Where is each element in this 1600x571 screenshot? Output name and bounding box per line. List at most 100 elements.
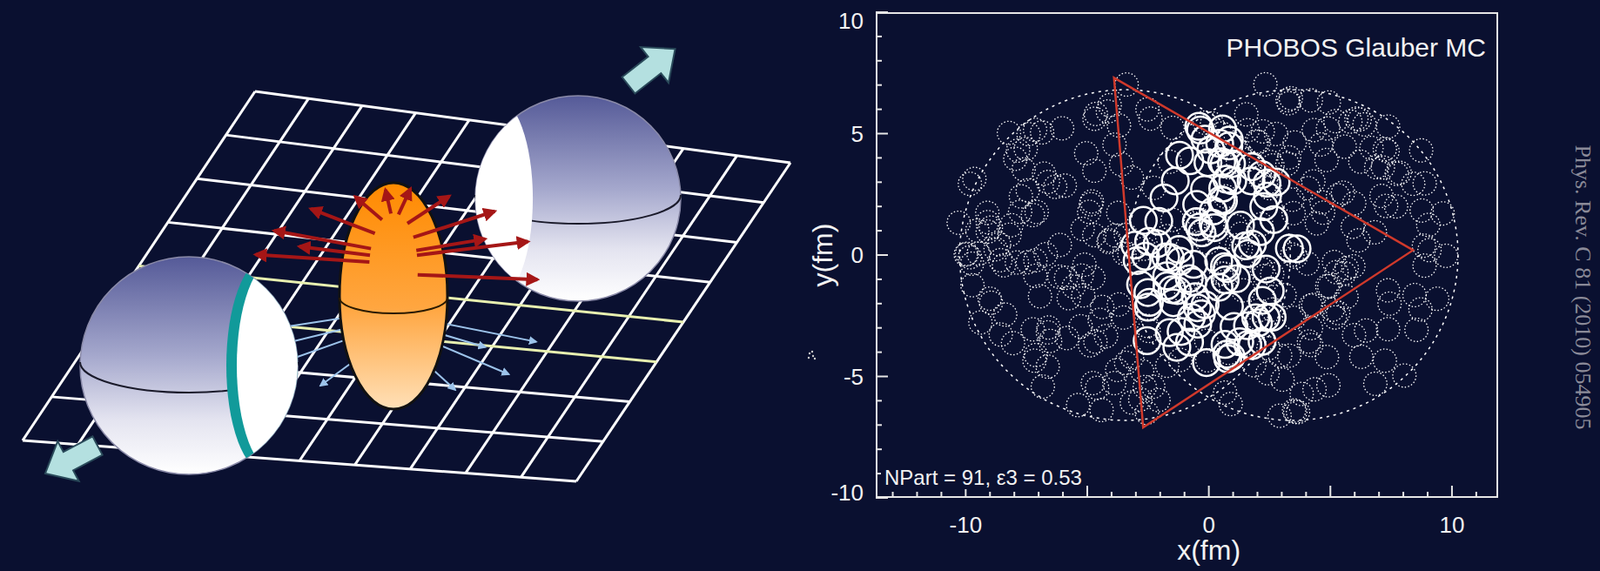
flow-arrow xyxy=(355,196,383,221)
flow-arrow xyxy=(407,195,450,224)
tick xyxy=(1086,485,1089,498)
nucleon xyxy=(1036,315,1061,340)
nucleon xyxy=(1244,129,1269,154)
participant xyxy=(1217,150,1245,178)
nucleon xyxy=(947,211,971,236)
nucleon xyxy=(975,201,1000,225)
participant xyxy=(1257,277,1285,305)
nucleon xyxy=(1081,371,1105,396)
nucleon xyxy=(1315,345,1339,370)
nucleon xyxy=(988,322,1013,347)
participant xyxy=(1284,235,1311,263)
nucleon xyxy=(1105,358,1130,383)
nucleon xyxy=(1021,317,1045,342)
nucleon xyxy=(1068,314,1093,338)
nucleon xyxy=(1107,292,1131,316)
participant xyxy=(1176,265,1204,293)
nucleon xyxy=(1078,333,1103,357)
nucleon xyxy=(1074,141,1098,166)
nucleon xyxy=(1317,274,1342,298)
nucleon xyxy=(962,167,987,191)
nucleon xyxy=(1024,200,1049,224)
flow-arrow xyxy=(274,230,371,249)
nucleon xyxy=(1050,116,1075,141)
participant xyxy=(1166,141,1194,169)
nucleon xyxy=(1276,88,1300,113)
fireball-equator xyxy=(339,297,448,314)
nucleon xyxy=(1048,233,1072,257)
dot xyxy=(807,356,810,359)
nucleon xyxy=(1304,211,1329,236)
nucleon xyxy=(1302,118,1326,142)
grid-plane xyxy=(22,91,791,482)
nucleon xyxy=(1317,373,1341,397)
dot xyxy=(812,355,814,357)
tick-label: 5 xyxy=(851,121,864,147)
nucleon xyxy=(1412,171,1437,195)
nucleon xyxy=(1246,130,1271,155)
nucleon xyxy=(1077,200,1102,224)
nucleon xyxy=(1001,331,1025,356)
nucleon xyxy=(1284,400,1308,424)
nucleon xyxy=(1023,343,1048,368)
nucleon xyxy=(968,310,993,335)
nucleon xyxy=(1085,376,1110,400)
nucleon xyxy=(975,220,1000,244)
dot xyxy=(813,357,816,360)
participant xyxy=(1167,317,1195,345)
nucleon xyxy=(1022,349,1047,373)
nucleon xyxy=(1005,250,1029,275)
nucleon xyxy=(1376,114,1400,139)
participant xyxy=(1143,230,1171,258)
participant xyxy=(1205,248,1233,276)
nucleon xyxy=(1088,308,1112,332)
cut-face xyxy=(236,259,316,473)
nucleon xyxy=(1096,229,1121,254)
participant xyxy=(1162,167,1190,195)
motion-arrow xyxy=(614,31,690,104)
tick xyxy=(1451,485,1453,498)
nucleon xyxy=(1348,149,1372,174)
nucleon xyxy=(960,251,984,276)
nucleon xyxy=(1038,329,1063,353)
nucleon xyxy=(1403,283,1427,308)
nucleon xyxy=(1416,213,1440,237)
nucleon xyxy=(1314,147,1338,172)
nucleon xyxy=(1332,262,1357,286)
nucleon xyxy=(1066,393,1090,417)
nucleon xyxy=(1138,107,1163,131)
nucleon xyxy=(1278,87,1303,111)
participant xyxy=(1260,206,1288,234)
dot xyxy=(808,352,811,355)
participant xyxy=(1163,334,1191,362)
nucleon xyxy=(1082,266,1106,290)
nucleon xyxy=(1083,329,1108,354)
flow-arrow xyxy=(310,208,376,234)
nucleon xyxy=(961,273,985,297)
nucleon xyxy=(1083,102,1108,127)
nucleon xyxy=(1303,377,1327,402)
nucleon xyxy=(1089,398,1114,423)
nucleon xyxy=(1342,323,1366,348)
nucleon xyxy=(1161,115,1185,140)
nucleon xyxy=(1364,155,1389,180)
tick-label: 10 xyxy=(1438,512,1465,538)
nucleon xyxy=(978,287,1002,311)
nucleon xyxy=(1374,194,1399,218)
nucleon xyxy=(1082,159,1107,183)
nucleon xyxy=(1322,250,1346,275)
nucleon xyxy=(1341,215,1365,239)
nucleon xyxy=(1102,371,1127,396)
nucleus-outline xyxy=(1127,89,1459,421)
nucleon xyxy=(1370,184,1394,209)
nucleon xyxy=(1256,361,1280,385)
participant xyxy=(1234,331,1262,359)
participant xyxy=(1184,310,1212,338)
nucleon xyxy=(1079,192,1103,216)
flow-arrow xyxy=(255,255,370,263)
nucleon xyxy=(1317,90,1341,115)
nucleon xyxy=(1120,345,1144,370)
glauber-plot xyxy=(947,72,1459,428)
